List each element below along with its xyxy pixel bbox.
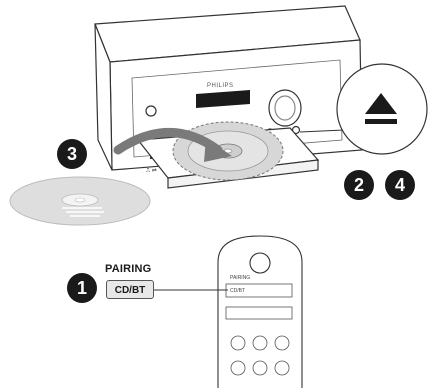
pairing-label: PAIRING: [105, 263, 151, 275]
cd-bt-button[interactable]: CD/BT: [106, 280, 154, 299]
step-4-badge: 4: [385, 170, 415, 200]
step-3-badge: 3: [57, 139, 87, 169]
step-1-badge: 1: [67, 273, 97, 303]
step-2-badge: 2: [344, 170, 374, 200]
remote-pairing-label: PAIRING: [230, 275, 250, 281]
remote-cd-bt-label: CD/BT: [230, 288, 245, 294]
brand-logo: PHILIPS: [207, 83, 234, 89]
remote-control: [218, 236, 302, 388]
cd-disc: [10, 177, 150, 225]
svg-text:⎍ ⇄: ⎍ ⇄: [146, 167, 157, 174]
